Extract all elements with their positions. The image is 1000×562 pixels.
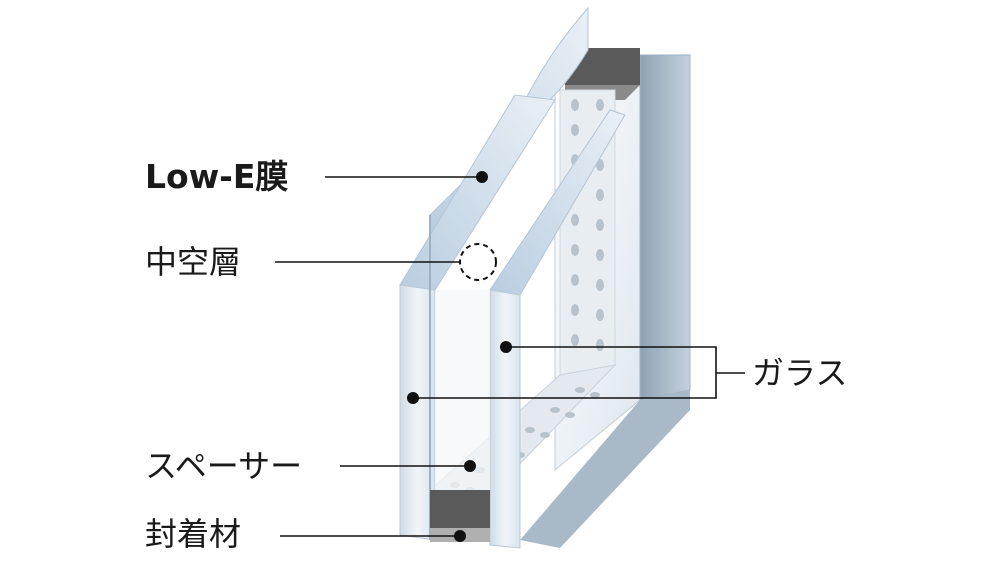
leader-glass-bracket xyxy=(710,346,717,399)
label-spacer: スペーサー xyxy=(145,447,303,485)
leader-lines xyxy=(275,176,745,537)
leader-dots xyxy=(407,171,512,542)
front-glass-pane xyxy=(399,6,626,549)
air-layer-marker xyxy=(459,243,497,281)
label-lowe-film: Low-E膜 xyxy=(145,157,289,196)
spacer-block xyxy=(430,490,490,528)
label-glass: ガラス xyxy=(752,354,848,392)
dot-sealant xyxy=(454,530,466,542)
dot-glass-outer xyxy=(407,392,419,404)
dot-glass-inner xyxy=(500,341,512,353)
label-air-layer: 中空層 xyxy=(145,243,242,281)
label-sealant: 封着材 xyxy=(145,515,242,553)
dot-lowe xyxy=(476,171,488,183)
dot-spacer xyxy=(464,460,476,472)
